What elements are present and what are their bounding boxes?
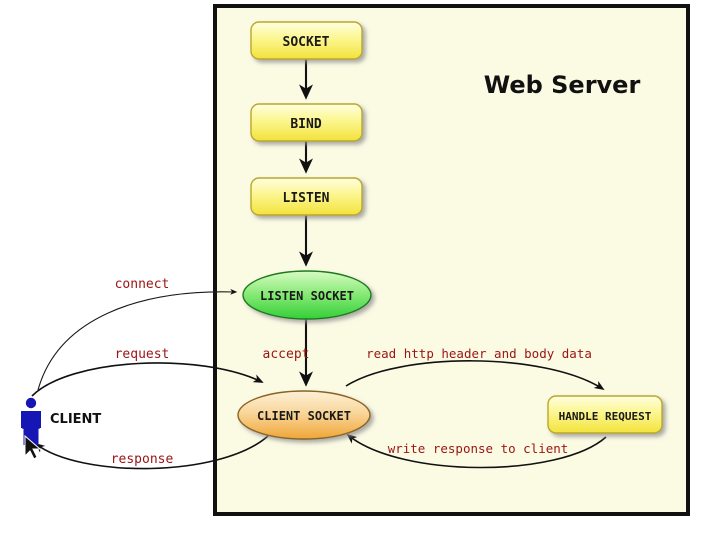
- edge-request: [31, 362, 264, 397]
- edge-connect: [37, 288, 238, 391]
- node-listen-socket[interactable]: LISTEN SOCKET: [242, 270, 372, 320]
- edge-write-response: [346, 433, 607, 469]
- node-bind[interactable]: BIND: [250, 103, 363, 142]
- node-client-socket[interactable]: CLIENT SOCKET: [237, 390, 371, 440]
- node-listen-socket-shape: [242, 270, 372, 320]
- node-bind-label: BIND: [290, 117, 321, 132]
- node-listen[interactable]: LISTEN: [250, 177, 363, 216]
- person-icon: [21, 397, 41, 445]
- node-listen-label: LISTEN: [283, 191, 330, 206]
- edge-label-response: response: [111, 452, 174, 467]
- node-client-socket-shape: [237, 390, 371, 440]
- server-panel-title: Web Server: [484, 71, 641, 99]
- client-label: CLIENT: [50, 412, 101, 427]
- edge-read-http: [345, 360, 605, 391]
- node-socket[interactable]: SOCKET: [250, 21, 363, 60]
- node-handle-request[interactable]: HANDLE REQUEST: [547, 395, 663, 434]
- node-bind-shape: [250, 103, 363, 142]
- node-client-socket-label: CLIENT SOCKET: [257, 409, 351, 423]
- node-listen-shape: [250, 177, 363, 216]
- edge-label-write-response: write response to client: [388, 441, 569, 456]
- edge-label-read-http: read http header and body data: [366, 346, 592, 361]
- node-socket-label: SOCKET: [283, 35, 330, 50]
- client-actor[interactable]: CLIENT: [21, 397, 101, 460]
- node-handle-request-shape: [547, 395, 663, 434]
- node-socket-shape: [250, 21, 363, 60]
- edge-label-accept: accept: [263, 347, 310, 362]
- node-listen-socket-label: LISTEN SOCKET: [260, 289, 354, 303]
- edge-response: [34, 435, 269, 470]
- node-handle-request-label: HANDLE REQUEST: [559, 410, 652, 423]
- edge-label-request: request: [115, 347, 170, 362]
- cursor-icon: [24, 434, 42, 460]
- edge-label-connect: connect: [115, 277, 170, 292]
